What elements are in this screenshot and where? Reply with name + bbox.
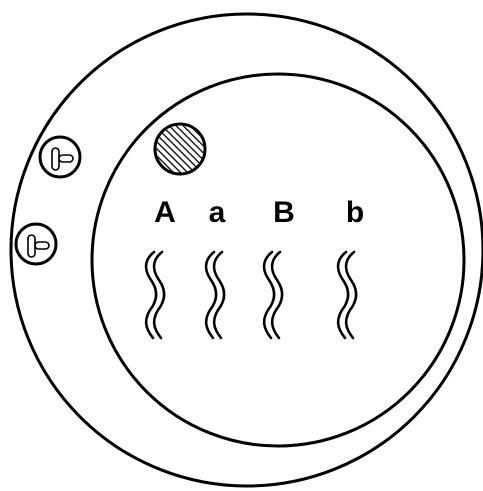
nucleolus [155, 124, 205, 174]
allele-label-b: b [346, 196, 364, 229]
centriole-icon [16, 224, 56, 264]
allele-label-A: A [154, 196, 176, 229]
allele-label-a: a [209, 196, 226, 229]
allele-label-B: B [273, 196, 295, 229]
centriole-icon [40, 137, 80, 177]
